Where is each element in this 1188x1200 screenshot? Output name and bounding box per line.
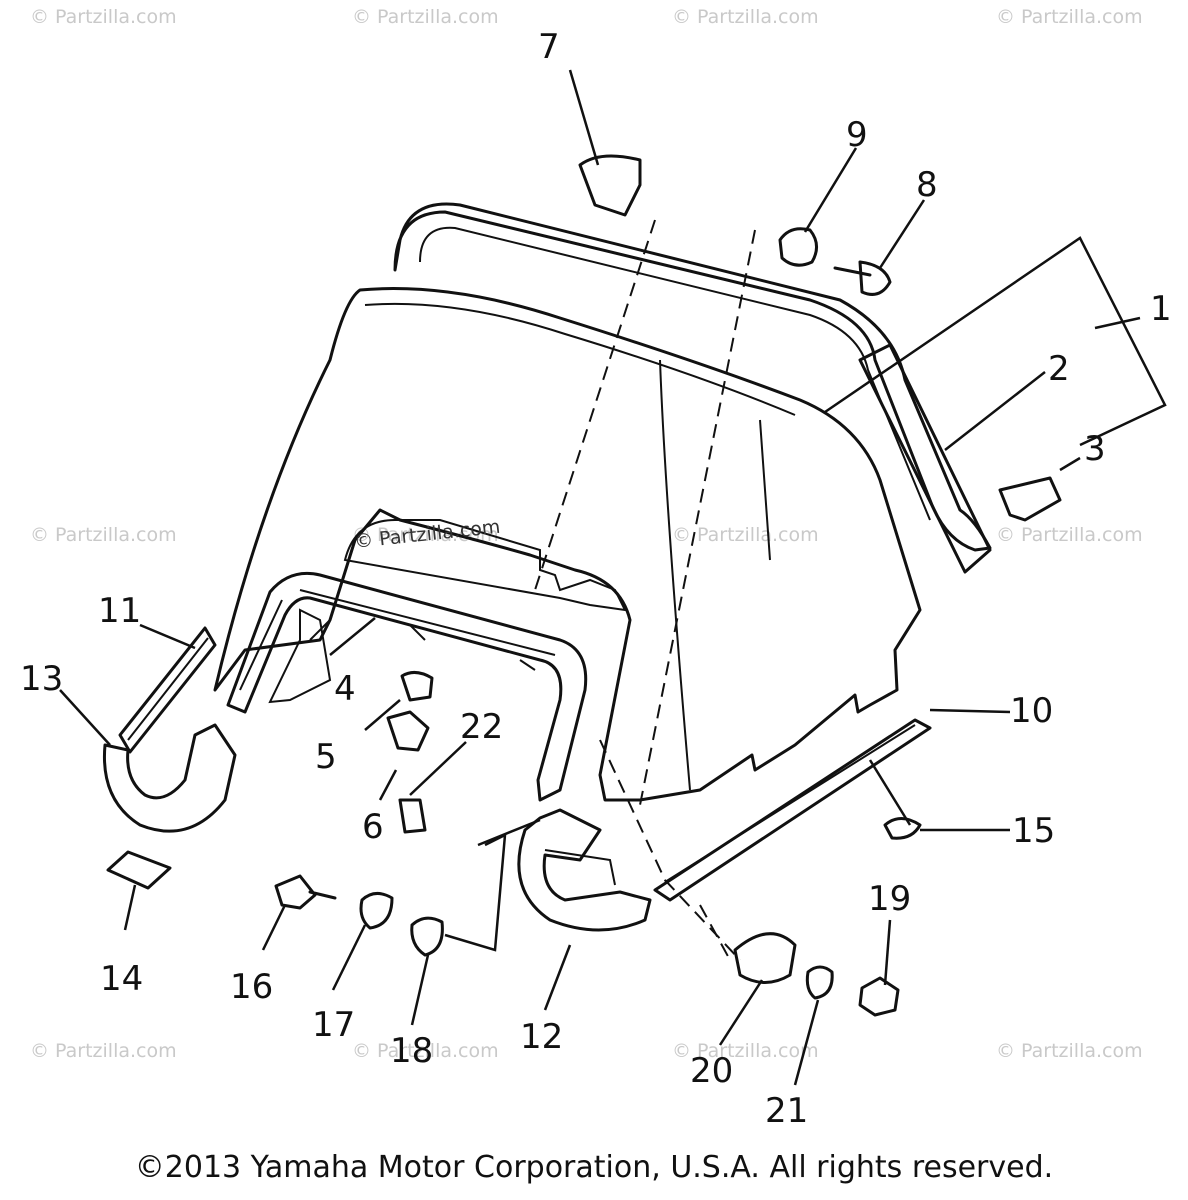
leader-line xyxy=(718,979,764,1046)
callout-3: 3 xyxy=(1084,429,1106,469)
leader-line xyxy=(329,617,376,656)
callout-4: 4 xyxy=(334,669,356,709)
callout-9: 9 xyxy=(846,115,868,155)
part-14-nut[interactable] xyxy=(106,850,172,890)
leader-line xyxy=(410,954,430,1026)
leader-line xyxy=(929,708,1011,714)
watermark: © Partzilla.com xyxy=(996,524,1143,546)
watermark: © Partzilla.com xyxy=(672,524,819,546)
leader-line xyxy=(378,769,398,801)
leader-line xyxy=(444,832,507,952)
side-seal-part[interactable] xyxy=(858,343,992,574)
leader-line xyxy=(123,884,137,931)
part-16-bolt[interactable] xyxy=(274,874,337,910)
leader-line xyxy=(883,919,892,986)
callout-11: 11 xyxy=(98,591,141,631)
watermark: © Partzilla.com xyxy=(996,1040,1143,1062)
leader-line xyxy=(824,236,1167,447)
watermark: © Partzilla.com xyxy=(30,524,177,546)
leader-line xyxy=(793,999,820,1086)
windshield-inner-edge xyxy=(364,302,796,791)
lower-frame-part[interactable] xyxy=(226,571,588,802)
watermark: © Partzilla.com xyxy=(352,1040,499,1062)
assembly-line xyxy=(699,904,731,961)
leader-line xyxy=(477,818,541,847)
part-8-bolt[interactable] xyxy=(833,260,892,296)
lower-strip-inner-edge xyxy=(664,724,916,883)
part-20-cover[interactable] xyxy=(733,932,797,984)
callout-20: 20 xyxy=(690,1051,733,1091)
callout-19: 19 xyxy=(868,879,911,919)
watermark: © Partzilla.com xyxy=(996,6,1143,28)
windshield-part[interactable] xyxy=(213,287,922,802)
assembly-line xyxy=(534,219,656,591)
leader-line xyxy=(543,944,572,1011)
callout-7: 7 xyxy=(538,27,560,67)
part-5-nut[interactable] xyxy=(400,671,434,702)
callout-1: 1 xyxy=(1150,289,1172,329)
part-7-clip[interactable] xyxy=(578,154,642,217)
part-6-nut[interactable] xyxy=(386,710,430,752)
lower-frame-inner-edge xyxy=(239,589,556,691)
watermark: © Partzilla.com xyxy=(30,6,177,28)
part-3-clip[interactable] xyxy=(998,476,1062,522)
callout-5: 5 xyxy=(315,737,337,777)
watermark: © Partzilla.com xyxy=(672,6,819,28)
callout-13: 13 xyxy=(20,659,63,699)
part-18-washer[interactable] xyxy=(410,916,444,957)
lower-frame-bracket xyxy=(268,608,332,704)
callout-15: 15 xyxy=(1012,811,1055,851)
upper-garnish-part[interactable] xyxy=(393,202,992,552)
callout-10: 10 xyxy=(1010,691,1053,731)
leader-line xyxy=(261,904,287,951)
part-17-washer[interactable] xyxy=(359,892,394,930)
leader-line xyxy=(364,699,401,731)
leader-line xyxy=(1059,456,1081,472)
upper-garnish-inner-edge xyxy=(419,226,931,521)
leader-line xyxy=(944,371,1046,451)
callout-16: 16 xyxy=(230,967,273,1007)
copyright-notice: ©2013 Yamaha Motor Corporation, U.S.A. A… xyxy=(134,1150,1054,1185)
center-bracket-part[interactable] xyxy=(343,519,627,612)
part-15-grommet[interactable] xyxy=(883,817,922,840)
left-bracket-part[interactable] xyxy=(102,723,237,833)
leader-line xyxy=(59,689,111,746)
watermark: © Partzilla.com xyxy=(352,524,499,546)
right-bracket-detail xyxy=(544,849,616,886)
leader-line xyxy=(803,147,858,233)
watermark: © Partzilla.com xyxy=(352,6,499,28)
callout-8: 8 xyxy=(916,165,938,205)
callout-6: 6 xyxy=(362,807,384,847)
leader-line xyxy=(409,741,467,796)
callout-12: 12 xyxy=(520,1017,563,1057)
center-watermark: © Partzilla.com xyxy=(353,516,501,553)
leader-line xyxy=(878,199,926,269)
watermark: © Partzilla.com xyxy=(672,1040,819,1062)
leader-line xyxy=(139,623,196,650)
leader-line xyxy=(1094,316,1141,330)
callout-14: 14 xyxy=(100,959,143,999)
right-bracket-part[interactable] xyxy=(517,808,652,932)
callout-18: 18 xyxy=(390,1031,433,1071)
left-strip-inner-edge xyxy=(127,637,209,741)
leader-line xyxy=(868,759,912,826)
watermark: © Partzilla.com xyxy=(30,1040,177,1062)
callout-2: 2 xyxy=(1048,349,1070,389)
left-strip-part[interactable] xyxy=(118,626,217,754)
leader-line xyxy=(568,69,600,166)
part-19-nut[interactable] xyxy=(858,976,900,1017)
part-22-cap[interactable] xyxy=(398,798,427,834)
assembly-line xyxy=(639,229,756,806)
callout-21: 21 xyxy=(765,1091,808,1131)
callout-17: 17 xyxy=(312,1005,355,1045)
callout-22: 22 xyxy=(460,707,503,747)
leader-line xyxy=(331,924,367,991)
lower-strip-part[interactable] xyxy=(653,718,932,902)
part-21-washer[interactable] xyxy=(805,965,834,1000)
part-9-nut[interactable] xyxy=(778,227,818,267)
